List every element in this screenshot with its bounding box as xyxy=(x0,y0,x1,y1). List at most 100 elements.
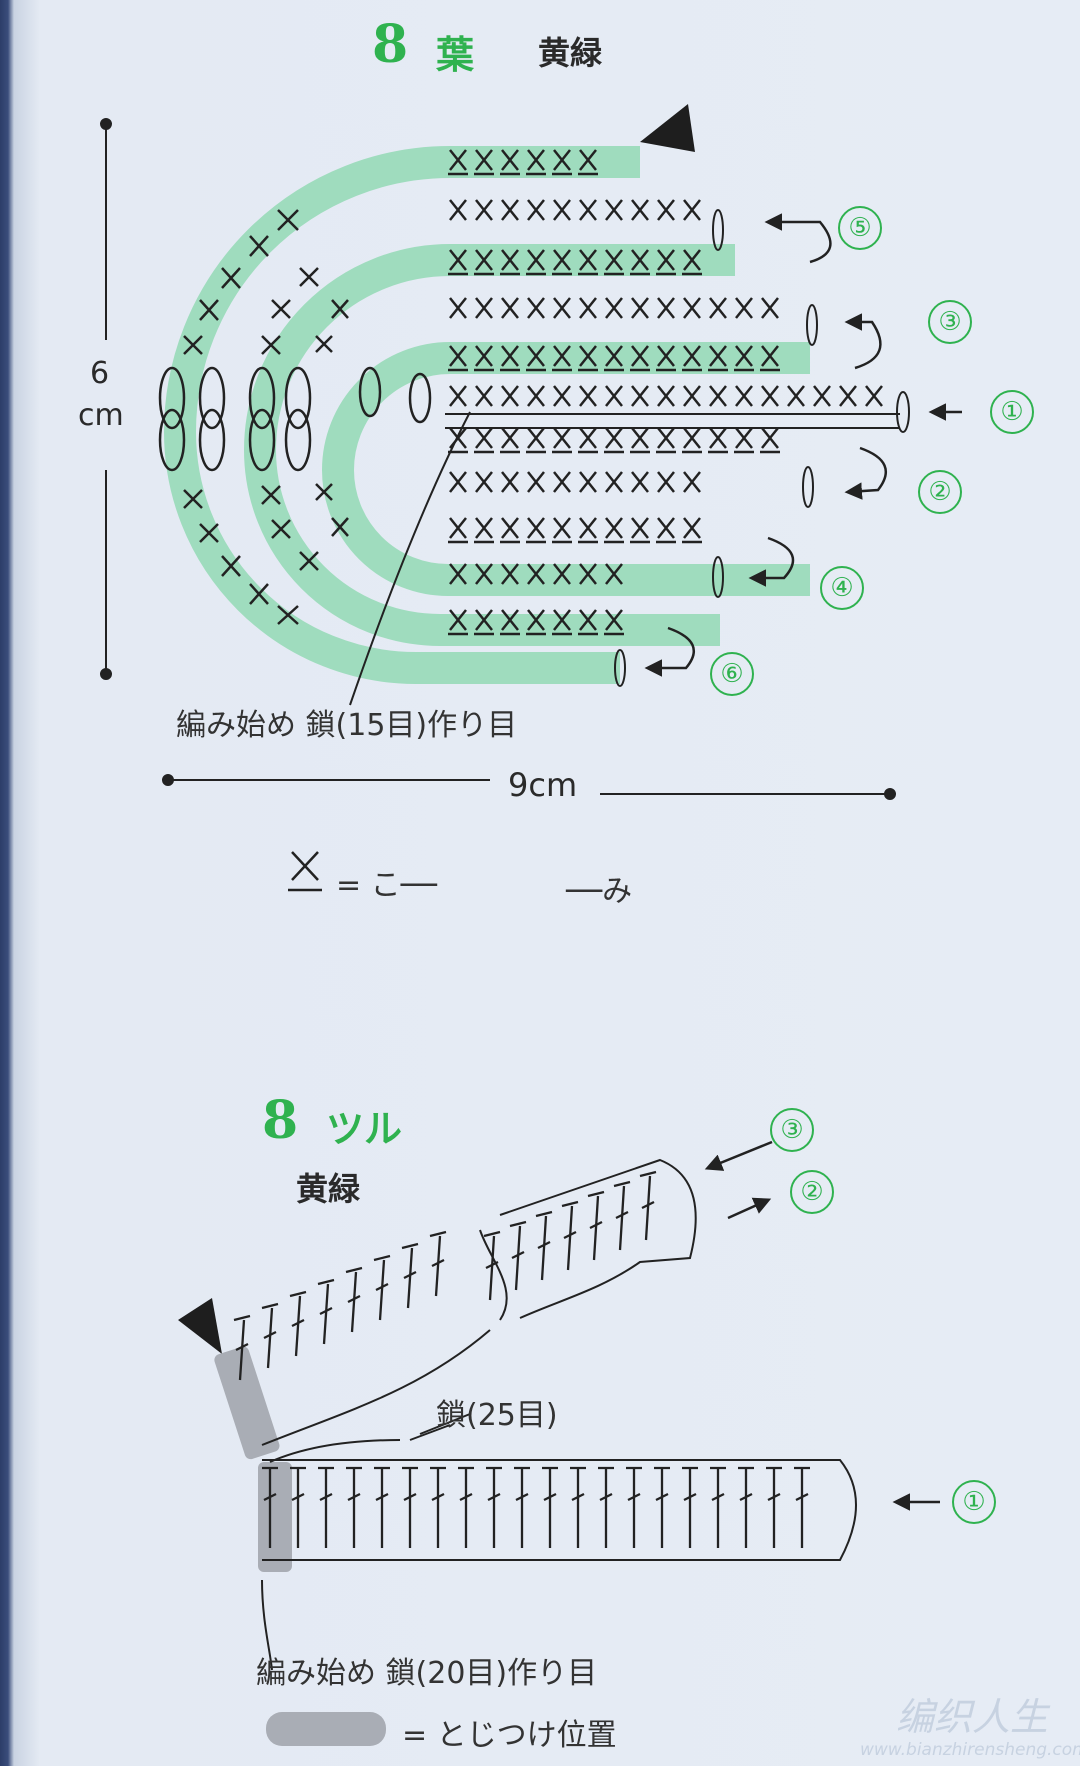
sc-stitch-mark xyxy=(501,385,519,407)
leaf-row-marker-1: ① xyxy=(990,390,1034,434)
sc-stitch-mark xyxy=(527,609,545,631)
sc-stitch-mark xyxy=(683,517,701,539)
leaf-height-value: 6 xyxy=(90,356,110,391)
leaf-row-marker-3: ③ xyxy=(928,300,972,344)
legend-text: = こ── xyxy=(336,868,437,903)
sc-stitch-mark xyxy=(553,427,571,449)
sc-stitch-mark xyxy=(449,609,467,631)
sc-stitch-mark xyxy=(527,345,545,367)
sc-stitch-mark xyxy=(501,427,519,449)
sc-stitch-mark xyxy=(631,199,649,221)
dc-stitch-mark xyxy=(401,1242,419,1309)
sc-stitch-mark xyxy=(865,385,883,407)
dc-stitch-mark xyxy=(587,1190,605,1261)
sc-stitch-mark xyxy=(657,427,675,449)
sc-stitch-mark xyxy=(761,297,779,319)
sc-stitch-mark xyxy=(475,385,493,407)
sc-stitch-mark xyxy=(709,297,727,319)
leaf-width-label: 9cm xyxy=(508,766,578,804)
sc-stitch-mark xyxy=(527,297,545,319)
leaf-row-arrows xyxy=(644,213,962,677)
sc-stitch-mark xyxy=(553,517,571,539)
sc-stitch-mark xyxy=(553,609,571,631)
sc-stitch-mark xyxy=(501,297,519,319)
sc-stitch-mark xyxy=(787,385,805,407)
sc-stitch-mark xyxy=(553,297,571,319)
watermark-logo: 编织人生 xyxy=(896,1695,1049,1739)
sc-stitch-mark xyxy=(579,609,597,631)
leaf-height-unit: cm xyxy=(78,398,124,433)
sc-stitch-mark xyxy=(813,385,831,407)
sc-stitch-mark xyxy=(605,427,623,449)
sc-stitch-mark xyxy=(475,563,493,585)
vine-join-band-bottom xyxy=(258,1462,292,1572)
leaf-row-loops xyxy=(614,209,910,687)
sc-stitch-mark xyxy=(527,563,545,585)
watermark-url: www.bianzhirensheng.com xyxy=(860,1740,1080,1760)
leaf-row-marker-2: ② xyxy=(918,470,962,514)
sc-stitch-mark xyxy=(475,471,493,493)
dc-stitch-mark xyxy=(766,1466,782,1548)
dc-stitch-mark xyxy=(345,1266,363,1333)
dc-stitch-mark xyxy=(429,1230,447,1297)
sc-stitch-mark xyxy=(605,385,623,407)
sc-stitch-mark xyxy=(475,199,493,221)
sc-stitch-mark xyxy=(657,297,675,319)
vine-row-marker-2: ② xyxy=(790,1170,834,1214)
leaf-row-marker-5: ⑤ xyxy=(838,206,882,250)
sc-stitch-mark xyxy=(657,471,675,493)
sc-stitch-mark xyxy=(501,517,519,539)
sc-stitch-mark xyxy=(527,249,545,271)
sc-stitch-mark xyxy=(605,297,623,319)
sc-stitch-mark xyxy=(683,297,701,319)
sc-stitch-mark xyxy=(631,427,649,449)
leaf-start-note: 編み始め 鎖(15目)作り目 xyxy=(176,708,518,743)
sc-stitch-mark xyxy=(553,249,571,271)
sc-stitch-mark xyxy=(683,249,701,271)
sc-stitch-mark xyxy=(579,517,597,539)
leaf-title: 葉 xyxy=(436,33,475,77)
leaf-number: 8 xyxy=(372,14,409,75)
sc-stitch-mark xyxy=(631,385,649,407)
sc-stitch-mark xyxy=(657,345,675,367)
sc-stitch-mark xyxy=(527,471,545,493)
dc-stitch-mark xyxy=(626,1466,642,1548)
dc-stitch-mark xyxy=(570,1466,586,1548)
sc-stitch-mark xyxy=(735,427,753,449)
sc-stitch-mark xyxy=(735,385,753,407)
sc-stitch-mark xyxy=(527,427,545,449)
sc-stitch-mark xyxy=(579,149,597,171)
vine-stitches xyxy=(233,1170,810,1548)
sc-stitch-mark xyxy=(449,199,467,221)
sc-stitch-mark xyxy=(605,471,623,493)
sc-stitch-mark xyxy=(579,249,597,271)
leaf-curve-stitches xyxy=(158,209,432,625)
sc-stitch-mark xyxy=(605,517,623,539)
sc-stitch-mark xyxy=(449,517,467,539)
sc-stitch-mark xyxy=(475,517,493,539)
sc-stitch-mark xyxy=(657,199,675,221)
sc-stitch-mark xyxy=(605,345,623,367)
dc-stitch-mark xyxy=(289,1290,307,1357)
sc-stitch-mark xyxy=(839,385,857,407)
sc-stitch-mark xyxy=(709,427,727,449)
vine-start-note: 編み始め 鎖(20目)作り目 xyxy=(256,1656,598,1691)
sc-stitch-mark xyxy=(475,297,493,319)
sc-stitch-mark xyxy=(475,149,493,171)
sc-stitch-mark xyxy=(683,427,701,449)
sc-stitch-mark xyxy=(449,297,467,319)
sc-stitch-mark xyxy=(449,149,467,171)
leaf-stitch-rows xyxy=(448,149,883,636)
sc-stitch-mark xyxy=(579,199,597,221)
dc-stitch-mark xyxy=(654,1466,670,1548)
sc-stitch-mark xyxy=(579,563,597,585)
sc-stitch-mark xyxy=(735,345,753,367)
vine-chain-label: 鎖(25目) xyxy=(436,1398,558,1433)
vine-title: ツル xyxy=(326,1107,403,1151)
sc-stitch-mark xyxy=(553,471,571,493)
vine-row-marker-1: ① xyxy=(952,1480,996,1524)
sc-stitch-mark xyxy=(631,517,649,539)
sc-stitch-mark xyxy=(709,385,727,407)
vine-end-marker-icon xyxy=(178,1298,222,1354)
join-legend-swatch xyxy=(266,1712,386,1746)
